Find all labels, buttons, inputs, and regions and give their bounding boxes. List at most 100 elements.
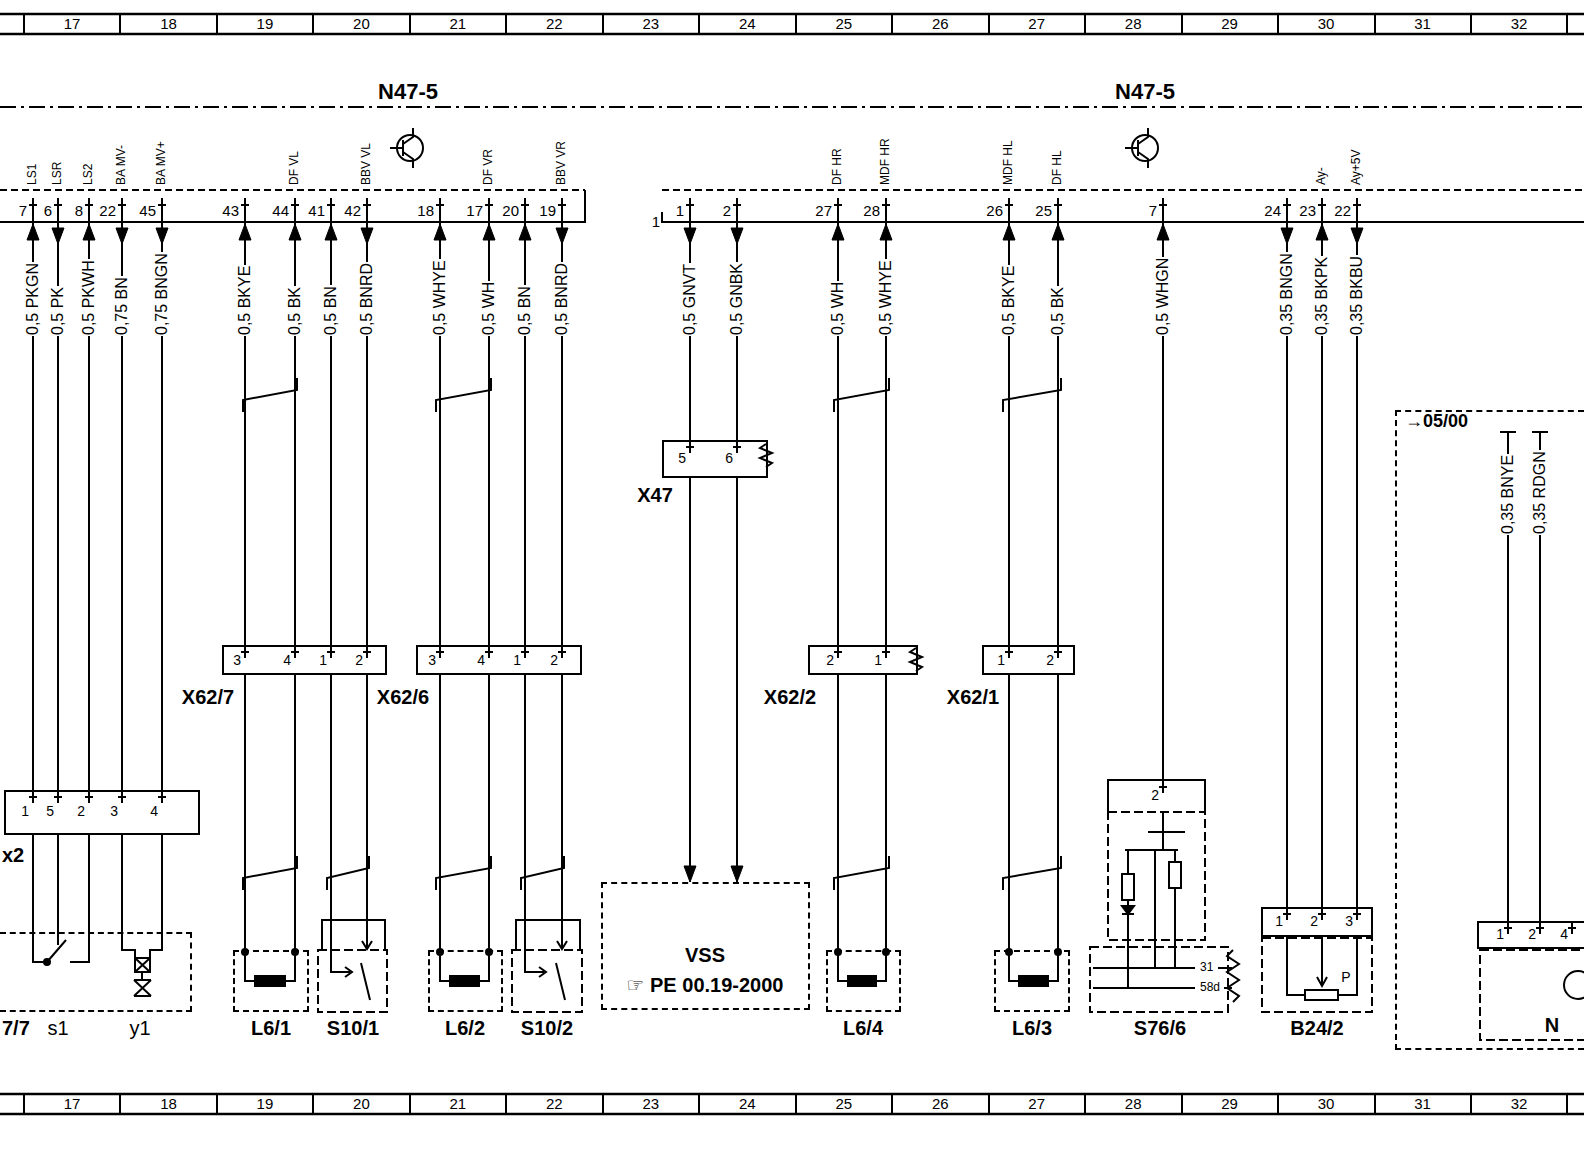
arrow-head	[556, 228, 568, 244]
wire-label: 0,75 BNGN	[153, 252, 171, 336]
grid-number: 27	[1028, 16, 1045, 33]
arrow-head	[1052, 224, 1064, 240]
grid-number: 30	[1318, 1096, 1335, 1113]
arrow-head	[1157, 224, 1169, 240]
coil-bar	[1019, 976, 1048, 986]
pin-number: 1	[1496, 927, 1504, 942]
pin-number: 1	[997, 653, 1005, 668]
pin-number: 5	[678, 451, 686, 466]
pin-number: 2	[723, 203, 731, 220]
wire-group	[33, 835, 34, 932]
signal-name: DF VL	[288, 150, 301, 186]
connector-number: 1	[652, 214, 660, 231]
wire-group	[731, 478, 743, 882]
connector-box: X62/1	[982, 645, 1075, 675]
wire	[885, 675, 887, 950]
wire	[244, 675, 246, 950]
sensor-box: L6/3	[994, 950, 1070, 1012]
signal-name: BBV VL	[360, 142, 373, 186]
part-label: S76/6	[1134, 1017, 1186, 1039]
potentiometer-leads	[1287, 936, 1357, 995]
switch-contacts	[331, 920, 567, 1000]
wire-label: 0,5 WHYE	[877, 259, 895, 336]
component-box: 7/7	[0, 932, 192, 1012]
wire-label: 0,5 BN	[322, 285, 340, 336]
arrow-head	[289, 224, 301, 240]
shield-zigzag	[760, 444, 1239, 1002]
wire-label: 0,5 BKYE	[1000, 265, 1018, 336]
grid-number: 24	[739, 16, 756, 33]
pin-number: 20	[502, 203, 519, 220]
pin-number: 1	[1275, 914, 1283, 929]
wire	[439, 675, 441, 950]
wire-label: 0,75 BN	[113, 276, 131, 336]
grid-number: 18	[160, 1096, 177, 1113]
part-label: X47	[637, 484, 673, 506]
pin-number: 2	[1046, 653, 1054, 668]
signal-name: MDF HL	[1002, 139, 1015, 186]
pin-number: 3	[110, 804, 118, 819]
sensor-box: L6/1	[233, 950, 309, 1012]
wire-stubs	[1500, 432, 1548, 922]
grid-number: 25	[835, 16, 852, 33]
pin-number: 2	[1310, 914, 1318, 929]
signal-name: Ay+5V	[1350, 149, 1363, 186]
switch-housing-dashed	[512, 950, 582, 1012]
part-label: L6/4	[843, 1017, 883, 1039]
pin-number: 5	[46, 804, 54, 819]
pin-number: 25	[1035, 203, 1052, 220]
arrow-head	[434, 224, 446, 240]
pin-number: 26	[986, 203, 1003, 220]
pin-number: 45	[139, 203, 156, 220]
wire-group	[440, 675, 441, 950]
pin-number: 24	[1264, 203, 1281, 220]
switch-housing	[322, 920, 580, 950]
grid-ticks	[24, 14, 1567, 1114]
wire-label: 0,5 BK	[286, 286, 304, 336]
pin-number: 3	[428, 653, 436, 668]
wire-label: 0,5 GNBK	[728, 262, 746, 336]
pin-number: 6	[44, 203, 52, 220]
resistor-symbol	[1122, 874, 1134, 900]
grid-number: 23	[642, 1096, 659, 1113]
arrow-head	[83, 224, 95, 240]
sensor-housing-dashed	[1262, 938, 1372, 1012]
wire-group	[562, 675, 563, 920]
wire-group	[295, 675, 296, 950]
valve-y1	[122, 932, 162, 996]
grid-number: 17	[64, 16, 81, 33]
wire-label: 0,5 WHYE	[431, 259, 449, 336]
arrow-head	[1316, 224, 1328, 240]
wire-group	[367, 675, 368, 920]
unit-symbol	[1564, 971, 1584, 999]
pin-number: 3	[1345, 914, 1353, 929]
wire-group	[245, 675, 246, 950]
signal-name: LSR	[51, 161, 64, 186]
transistor-symbol	[390, 128, 1158, 168]
part-label: B24/2	[1290, 1017, 1343, 1039]
coil-bar	[450, 976, 479, 986]
arrow-head	[684, 866, 696, 882]
grid-number: 22	[546, 16, 563, 33]
wire-group	[1009, 675, 1010, 950]
wire-label: 0,35 BKBU	[1348, 255, 1366, 336]
pin-number: 28	[863, 203, 880, 220]
pin-number: 2	[355, 653, 363, 668]
pin-number: 41	[308, 203, 325, 220]
pin-number: 1	[319, 653, 327, 668]
part-label: X62/7	[182, 686, 234, 708]
pin-number: 3	[233, 653, 241, 668]
signal-name: DF HL	[1051, 149, 1064, 186]
wire	[121, 835, 123, 932]
arrow-head	[731, 228, 743, 244]
pin-number: 17	[466, 203, 483, 220]
signal-name: BA MV+	[155, 140, 168, 186]
module-boundary	[0, 106, 1584, 108]
wire	[366, 675, 368, 920]
pin-number: 1	[513, 653, 521, 668]
part-label: N47-5	[378, 80, 438, 104]
grid-number: 21	[450, 1096, 467, 1113]
pin-number: 1	[874, 653, 882, 668]
arrow-head	[519, 224, 531, 240]
